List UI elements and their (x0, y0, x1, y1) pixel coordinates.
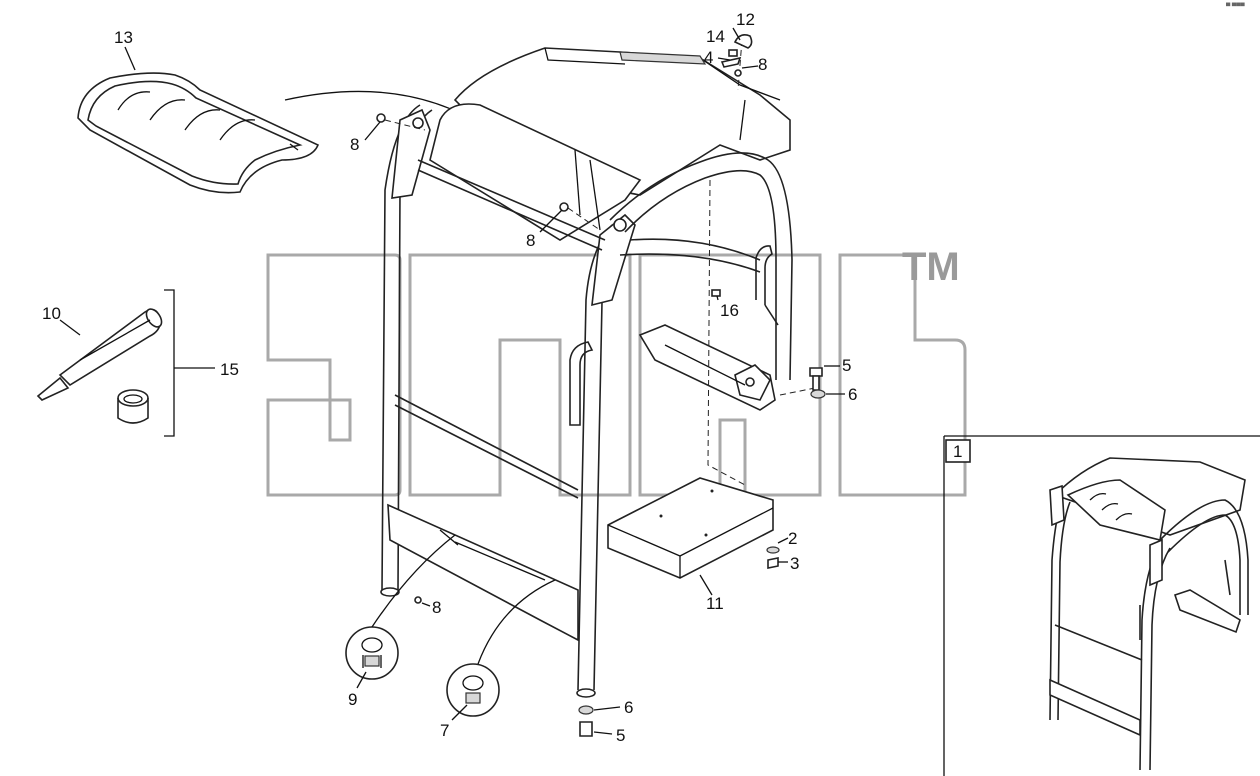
callout-14: 14 (706, 27, 725, 46)
assembly-line-16 (707, 179, 746, 486)
detail-circle-7 (446, 579, 556, 717)
callout-10: 10 (42, 304, 61, 323)
detail-circle-9 (345, 534, 456, 680)
callout-4: 4 (704, 48, 713, 67)
callout-7: 7 (440, 721, 449, 740)
callout-5-lower: 5 (616, 726, 625, 745)
callout-9: 9 (348, 690, 357, 709)
callout-5-upper: 5 (842, 356, 851, 375)
detail-view-1: 1 (943, 435, 1260, 776)
callout-8-low: 8 (432, 598, 441, 617)
callout-8-top-right: 8 (758, 55, 767, 74)
callout-12: 12 (736, 10, 755, 29)
callout-8-mid: 8 (526, 231, 535, 250)
callout-6-lower: 6 (624, 698, 633, 717)
sealant-kit (36, 289, 175, 437)
callout-13: 13 (114, 28, 133, 47)
callout-8-top-left: 8 (350, 135, 359, 154)
detail-view-label-box (945, 439, 971, 463)
callout-3: 3 (790, 554, 799, 573)
callout-leaders (59, 27, 845, 735)
assembly-line-12 (737, 39, 743, 91)
trademark-symbol: TM (902, 245, 960, 289)
callout-15: 15 (220, 360, 239, 379)
callout-6-upper: 6 (848, 385, 857, 404)
assembly-line-left (384, 119, 426, 131)
canopy-frame (380, 47, 793, 698)
seat-cushion-part (607, 477, 774, 579)
roof-pad-part (77, 72, 320, 194)
watermark-logo: TM (266, 245, 967, 497)
assembly-line-5 (779, 387, 816, 396)
callout-11: 11 (706, 594, 724, 613)
detail-view-label: 1 (953, 442, 962, 461)
callout-2: 2 (788, 529, 797, 548)
assembly-line-mid (567, 207, 601, 231)
corner-mark: ▀ ▀▀▀ (1226, 2, 1245, 10)
callout-labels: 13 12 14 4 8 8 8 10 15 16 5 6 2 3 11 8 9… (42, 10, 857, 745)
callout-16: 16 (720, 301, 739, 320)
